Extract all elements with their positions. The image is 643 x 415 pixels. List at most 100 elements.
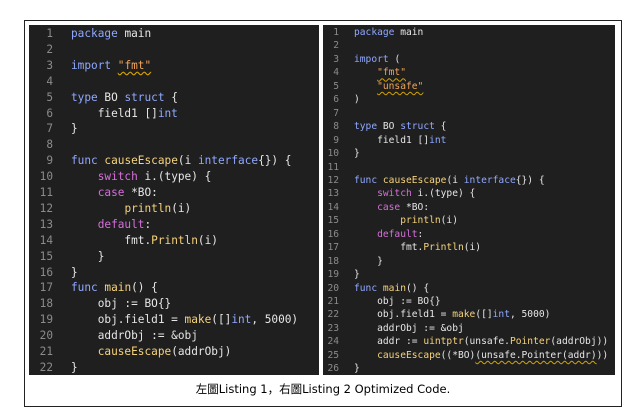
code-text: switch i.(type) { xyxy=(354,187,475,200)
code-line: 15 } xyxy=(29,249,319,265)
code-text: import ( xyxy=(354,53,400,66)
code-line: 20 addrObj := &obj xyxy=(29,328,319,344)
code-token xyxy=(354,350,377,361)
code-token: {}) { xyxy=(258,154,292,168)
line-number: 16 xyxy=(327,228,339,240)
code-token: println xyxy=(124,201,172,215)
code-token xyxy=(354,188,377,199)
code-token: struct xyxy=(124,90,165,104)
code-token: )) xyxy=(596,349,609,361)
line-number: 8 xyxy=(333,121,339,133)
code-token: int xyxy=(231,313,252,327)
code-text: } xyxy=(354,362,360,375)
code-text: switch i.(type) { xyxy=(71,169,212,185)
code-line: 14 fmt.Println(i) xyxy=(29,233,319,249)
line-number: 9 xyxy=(46,154,53,168)
line-number: 12 xyxy=(39,201,53,215)
code-token xyxy=(354,229,377,240)
code-line: 19 obj.field1 = make([]int, 5000) xyxy=(29,312,319,328)
code-line: 2 xyxy=(29,42,319,58)
code-token: (i xyxy=(177,154,198,168)
line-number: 6 xyxy=(333,94,339,106)
code-token: } xyxy=(71,249,105,263)
line-number: 16 xyxy=(39,265,53,279)
line-number: 7 xyxy=(46,122,53,136)
line-number: 6 xyxy=(46,106,53,120)
line-number: 7 xyxy=(333,107,339,119)
code-line: 17 fmt.Println(i) xyxy=(323,241,615,254)
code-line: 22} xyxy=(29,360,319,375)
code-token xyxy=(354,202,377,213)
code-text: "unsafe" xyxy=(354,80,423,93)
line-number: 10 xyxy=(327,148,339,160)
code-text: import "fmt" xyxy=(71,58,151,74)
code-token xyxy=(354,215,400,226)
code-token: case xyxy=(377,201,401,213)
line-number: 17 xyxy=(39,281,53,295)
code-line: 16 default: xyxy=(323,228,615,241)
code-token: obj := BO{} xyxy=(354,296,441,307)
code-token: ([] xyxy=(211,313,232,327)
code-token: (i) xyxy=(440,215,458,227)
code-text: field1 []int xyxy=(71,106,178,122)
code-token: interface xyxy=(463,174,516,186)
code-token: switch xyxy=(377,188,412,200)
line-number: 20 xyxy=(327,282,339,294)
code-text: addrObj := &obj xyxy=(354,322,464,335)
code-text: obj.field1 = make([]int, 5000) xyxy=(71,312,298,328)
code-token: switch xyxy=(97,170,138,184)
code-token: causeEscape xyxy=(97,345,172,358)
code-line: 10 switch i.(type) { xyxy=(29,169,319,185)
line-number: 5 xyxy=(46,90,53,104)
code-token: addr := xyxy=(354,336,424,348)
code-line: 10} xyxy=(323,147,615,160)
code-line: 9 field1 []int xyxy=(323,134,615,147)
code-line: 3 import "fmt" xyxy=(29,58,319,74)
code-token: make xyxy=(184,313,212,327)
code-text: println(i) xyxy=(354,214,458,227)
code-text: } xyxy=(71,360,78,375)
code-text: causeEscape((*BO)(unsafe.Pointer(addr))) xyxy=(354,349,608,362)
line-number: 26 xyxy=(327,363,339,375)
code-line: 26} xyxy=(323,362,615,375)
code-token: obj.field1 = xyxy=(71,313,185,327)
line-number: 12 xyxy=(327,174,339,186)
code-token: default xyxy=(97,217,145,231)
line-number: 3 xyxy=(46,58,53,72)
code-line: 12 println(i) xyxy=(29,201,319,217)
code-text: obj := BO{} xyxy=(71,296,171,312)
code-token: (i) xyxy=(197,233,218,247)
code-line: 23 addrObj := &obj xyxy=(323,322,615,335)
code-token: } xyxy=(71,122,78,136)
code-token: "unsafe" xyxy=(377,80,424,92)
code-text: func causeEscape(i interface{}) { xyxy=(71,153,291,169)
code-token: func xyxy=(71,154,105,168)
code-text: field1 []int xyxy=(354,134,446,147)
code-token: package xyxy=(71,27,125,40)
code-text: default: xyxy=(71,217,151,233)
code-line: 5 "unsafe" xyxy=(323,80,615,93)
line-number: 20 xyxy=(39,329,53,343)
code-token: (unsafe.Pointer(addr) xyxy=(475,349,597,361)
code-token: int xyxy=(429,134,447,146)
code-token: causeEscape xyxy=(377,349,441,361)
line-number: 11 xyxy=(39,186,53,199)
code-text: causeEscape(addrObj) xyxy=(71,344,232,360)
code-token xyxy=(354,67,377,78)
code-token: (addrObj) xyxy=(171,345,232,358)
code-token: , 5000) xyxy=(509,309,551,321)
line-number: 13 xyxy=(327,188,339,200)
code-token: addrObj := &obj xyxy=(354,322,464,334)
code-token: { xyxy=(164,90,178,104)
code-text: } xyxy=(71,121,78,137)
code-token: field1 [] xyxy=(71,106,158,120)
code-token: () { xyxy=(131,281,158,295)
code-token: Println xyxy=(151,233,198,247)
line-number: 23 xyxy=(327,322,339,334)
